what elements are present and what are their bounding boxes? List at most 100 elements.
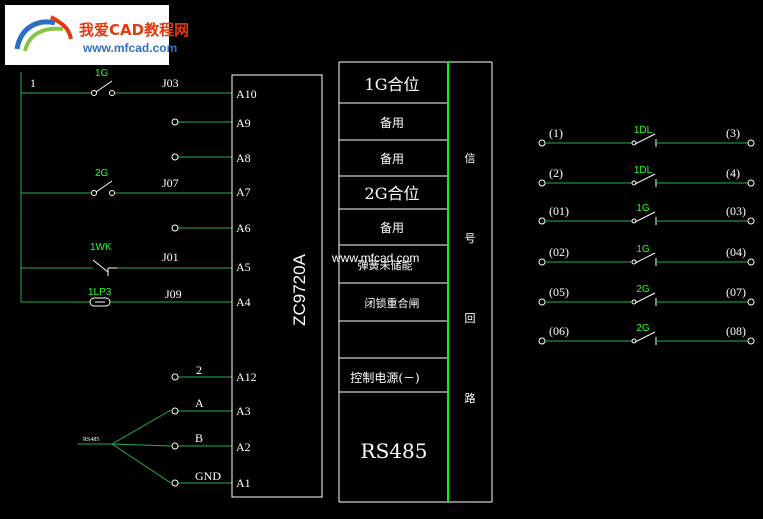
contact-label-left: (02) — [549, 245, 569, 259]
contact-blade — [634, 331, 656, 343]
wire-label-j01: J01 — [162, 250, 179, 264]
contact-label-left: (01) — [549, 204, 569, 218]
signal-side-label: 信 号 回 路 — [465, 152, 476, 405]
signal-row: 2G合位 — [365, 184, 420, 203]
terminal-a9 — [171, 118, 179, 126]
pin-a5: A5 — [236, 260, 251, 274]
bus-label-gnd: GND — [195, 469, 221, 483]
contact-list: (1)1DL(3)(2)1DL(4)(01)1G(03)(02)1G(04)(0… — [538, 125, 755, 345]
bus-label-a: A — [195, 396, 204, 410]
signal-row: 控制电源(－) — [350, 371, 419, 385]
contact-label-right: (04) — [726, 245, 746, 259]
device-model: ZC9720A — [290, 253, 309, 325]
switch-tag-1wk: 1WK — [90, 242, 112, 253]
contact-terminal-right — [747, 298, 755, 306]
signal-table-rows: 1G合位 备用 备用 2G合位 备用 弹簧未储能 闭锁重合闸 控制电源(－) R… — [350, 75, 427, 463]
bus-label-rs485: RS485 — [83, 437, 99, 443]
signal-row: 闭锁重合闸 — [365, 296, 420, 310]
pin-a2: A2 — [236, 440, 251, 454]
signal-row: 备用 — [380, 221, 404, 235]
switch-tag-1g: 1G — [95, 68, 109, 79]
watermark: www.mfcad.com — [332, 251, 420, 265]
terminal-a6 — [171, 224, 179, 232]
signal-row: 1G合位 — [365, 75, 420, 94]
terminal-a1 — [171, 479, 179, 487]
wire-label-j07: J07 — [162, 176, 179, 190]
switch-tags: 1G 2G 1WK 1LP3 — [88, 68, 112, 298]
terminal-a2 — [171, 442, 179, 450]
pin-a12: A12 — [236, 370, 257, 384]
side-label-char: 号 — [465, 232, 476, 245]
contact-terminal-right — [747, 179, 755, 187]
contact-tag: 1G — [636, 203, 650, 214]
signal-row: 备用 — [380, 152, 404, 166]
switch-1lp3-symbol — [89, 297, 111, 307]
contact-blade — [634, 292, 656, 304]
device-pins: A10 A9 A8 A7 A6 A5 A4 A12 A3 A2 A1 — [236, 87, 257, 490]
contact-terminal-right — [747, 337, 755, 345]
left-switch-symbols — [89, 80, 179, 487]
side-label-char: 信 — [465, 152, 476, 165]
contact-tag: 2G — [636, 323, 650, 334]
contact-terminal-right — [747, 139, 755, 147]
device-outline — [231, 74, 323, 498]
contact-row: (01)1G(03) — [538, 203, 755, 225]
side-label-char: 路 — [465, 392, 476, 405]
contact-tag: 2G — [636, 284, 650, 295]
contact-label-left: (1) — [549, 126, 563, 140]
contact-label-right: (07) — [726, 285, 746, 299]
contact-row: (1) 1DL (3) — [538, 125, 755, 147]
contact-tag: 1G — [636, 244, 650, 255]
left-circuit-labels: 1 2 J03 J07 J01 J09 A B GND RS485 — [30, 76, 221, 483]
signal-row: 备用 — [380, 116, 404, 130]
side-label-char: 回 — [465, 312, 476, 325]
switch-1g-symbol — [91, 80, 115, 96]
switch-1wk-symbol — [92, 259, 117, 276]
logo-mark-icon — [14, 15, 73, 52]
signal-row: 弹簧未储能 — [358, 258, 413, 272]
terminal-a12 — [171, 373, 179, 381]
contact-row: (05) 2G (07) — [538, 284, 755, 306]
rs485-branch-a — [111, 409, 172, 445]
terminal-a3 — [171, 407, 179, 415]
pin-a9: A9 — [236, 116, 251, 130]
pin-a6: A6 — [236, 221, 251, 235]
contact-label-right: (3) — [726, 126, 740, 140]
label-line-1: 1 — [30, 76, 36, 90]
wire-label-j09: J09 — [165, 287, 182, 301]
bus-label-b: B — [195, 431, 203, 445]
pin-a3: A3 — [236, 404, 251, 418]
contact-blade — [634, 211, 656, 223]
switch-tag-2g: 2G — [95, 168, 109, 179]
pin-a8: A8 — [236, 151, 251, 165]
contact-label-right: (4) — [726, 166, 740, 180]
contact-blade — [634, 173, 656, 185]
pin-a10: A10 — [236, 87, 257, 101]
logo-url: www.mfcad.com — [83, 41, 178, 55]
contact-label-right: (08) — [726, 324, 746, 338]
contact-terminal-right — [747, 258, 755, 266]
label-line-2: 2 — [196, 363, 202, 377]
signal-row-rs485: RS485 — [361, 439, 428, 463]
wire-label-j03: J03 — [162, 76, 179, 90]
contact-row: (02) 1G (04) — [538, 244, 755, 266]
pin-a7: A7 — [236, 185, 251, 199]
contact-tag: 1DL — [634, 125, 653, 136]
contact-label-left: (06) — [549, 324, 569, 338]
pin-a1: A1 — [236, 476, 251, 490]
logo-title: 我爱CAD教程网 — [79, 21, 190, 39]
contact-tag: 1DL — [634, 165, 653, 176]
contact-label-left: (2) — [549, 166, 563, 180]
contact-row: (06) 2G (08) — [538, 323, 755, 345]
device-box: ZC9720A — [231, 74, 323, 498]
switch-2g-symbol — [91, 180, 115, 196]
rs485-branch-b — [111, 443, 172, 447]
contact-terminal-right — [747, 217, 755, 225]
contact-blade — [634, 252, 656, 264]
logo: 我爱CAD教程网 www.mfcad.com — [5, 5, 189, 65]
contact-label-left: (05) — [549, 285, 569, 299]
contact-row: (2) 1DL (4) — [538, 165, 755, 187]
pin-a4: A4 — [236, 295, 251, 309]
